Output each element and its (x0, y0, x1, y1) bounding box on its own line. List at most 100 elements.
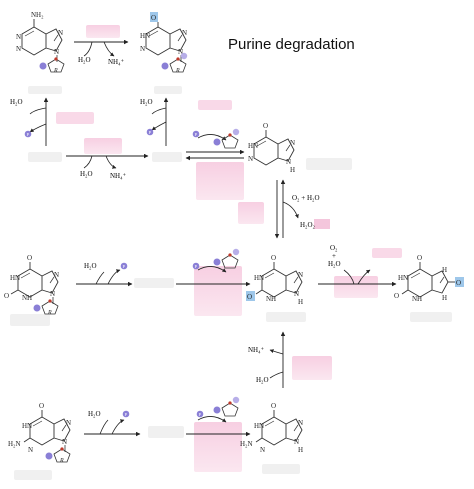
n-label-a2: N (16, 45, 21, 53)
arrow-guanine-to-xanthine (269, 331, 286, 388)
n-label-h3: N (290, 139, 295, 147)
water-label-6: H₂O (328, 260, 341, 268)
xanthine-structure: O HN O NH N N H (246, 254, 303, 306)
enzyme-blank-10[interactable] (292, 356, 332, 380)
guanosine-structure: O HN H₂N N N N R (8, 402, 71, 464)
compound-blank-guanosine-product[interactable] (148, 426, 184, 438)
n-label-g4: N (62, 438, 67, 446)
r-label-g: R (59, 458, 64, 464)
r-label-in: R (47, 310, 52, 316)
o-label-u2: O (394, 292, 399, 300)
arrow-xanthine-to-uric-acid (318, 269, 397, 287)
p-label-6: P (125, 412, 128, 417)
h-label-x: H (298, 298, 303, 306)
hn-label-g: HN (22, 422, 32, 430)
h-label-gu: H (298, 446, 303, 454)
compound-blank-guanosine[interactable] (14, 470, 52, 480)
arrow-inosine-to-imp (151, 97, 169, 146)
p-label-2: P (149, 130, 152, 135)
o-label-x1: O (271, 254, 276, 262)
compound-blank-guanine[interactable] (262, 464, 300, 474)
n-label-a1: N (16, 33, 21, 41)
arrow-inosine-to-xanthosine (76, 269, 133, 287)
o2-label-2: O₂ (330, 244, 338, 252)
hn-label-h: HN (248, 142, 258, 150)
hn-label-gu: HN (254, 422, 264, 430)
compound-blank-xanthosine[interactable] (134, 278, 174, 288)
hypoxanthine-structure: O HN N N N H (248, 122, 295, 174)
n-label-a3: N (58, 29, 63, 37)
r-label-a: R (53, 68, 58, 74)
n-label-i3: N (182, 29, 187, 37)
enzyme-blank-8[interactable] (372, 248, 402, 258)
enzyme-blank-5[interactable] (196, 162, 244, 200)
p-label-7: P (199, 412, 202, 417)
n-label-gu4: N (294, 438, 299, 446)
h2o2-label-1: H₂O₂ (300, 221, 316, 229)
ammonium-label-3: NH₄⁺ (248, 346, 265, 354)
compound-blank-inosine-top[interactable] (154, 86, 182, 94)
n-label-i4: N (178, 48, 183, 56)
inosine-structure: O HN O NH N N R (4, 254, 59, 316)
n-label-x4: N (294, 290, 299, 298)
r-label-i: R (175, 68, 180, 74)
h-label-u1: H (442, 266, 447, 274)
enzyme-blank-4[interactable] (84, 138, 122, 154)
compound-blank-adenosine[interactable] (28, 86, 62, 94)
compound-blank-hypoxanthine[interactable] (306, 158, 352, 170)
enzyme-blank-1[interactable] (86, 25, 120, 38)
adenosine-structure: NH₂ N N N N R (16, 11, 65, 74)
enzyme-blank-2[interactable] (56, 112, 94, 124)
o-label-x2: O (247, 293, 252, 301)
enzyme-blank-7[interactable] (194, 266, 242, 316)
water-label-3: H₂O (140, 98, 153, 106)
ammonium-label-2: NH₄⁺ (110, 172, 127, 180)
compound-blank-inosine[interactable] (10, 314, 50, 326)
water-label-4: H₂O (80, 170, 93, 178)
compound-blank-xanthine[interactable] (266, 312, 306, 322)
arrow-amp-to-imp (66, 153, 149, 169)
hn-label-i1: HN (140, 32, 150, 40)
o-label-in1: O (27, 254, 32, 262)
n-label-i2: N (140, 45, 145, 53)
o-label-h: O (263, 122, 268, 130)
enzyme-blank-6[interactable] (238, 202, 264, 224)
diagram-title: Purine degradation (228, 36, 355, 53)
inosine-structure-top: O HN N N N R (140, 12, 188, 74)
compound-blank-uric-acid[interactable] (410, 312, 452, 322)
n-label-g3: N (66, 419, 71, 427)
n-label-in4: N (50, 290, 55, 298)
water-label-7: H₂O (256, 376, 269, 384)
n-label-h4: N (286, 158, 291, 166)
hn-label-x: HN (254, 274, 264, 282)
o-label-u3: O (456, 279, 461, 287)
compound-blank-imp[interactable] (152, 152, 182, 162)
plus-label: + (332, 252, 336, 260)
hn-label-u: HN (398, 274, 408, 282)
nh-label-u: NH (412, 295, 422, 303)
n-label-h2: N (248, 155, 253, 163)
water-label-1: H₂O (78, 56, 91, 64)
nh-label-in: NH (22, 294, 32, 302)
arrow-xanthosine-to-xanthine (176, 266, 251, 287)
enzyme-blank-9[interactable] (334, 276, 378, 298)
h2n-label-gu: H₂N (240, 440, 253, 448)
o-label-gu: O (271, 402, 276, 410)
uric-acid-structure: O HN O NH H H O (394, 254, 464, 303)
hn-label-in: HN (10, 274, 20, 282)
n-label-gu3: N (298, 419, 303, 427)
enzyme-blank-3[interactable] (198, 100, 232, 110)
water-label-2: H₂O (10, 98, 23, 106)
arrow-hypoxanthine-xanthine (274, 179, 299, 239)
arrow-adenosine-to-inosine (74, 39, 129, 57)
ribose-phosphate-icon-3 (213, 396, 240, 417)
h-label-u2: H (442, 294, 447, 302)
arrow-adenosine-to-amp (29, 97, 49, 146)
enzyme-blank-11[interactable] (194, 422, 242, 472)
p-label-4: P (123, 264, 126, 269)
compound-blank-amp[interactable] (28, 152, 62, 162)
n-label-gu2: N (260, 446, 265, 454)
h-label-h: H (290, 166, 295, 174)
nh2-label: NH₂ (31, 11, 44, 19)
